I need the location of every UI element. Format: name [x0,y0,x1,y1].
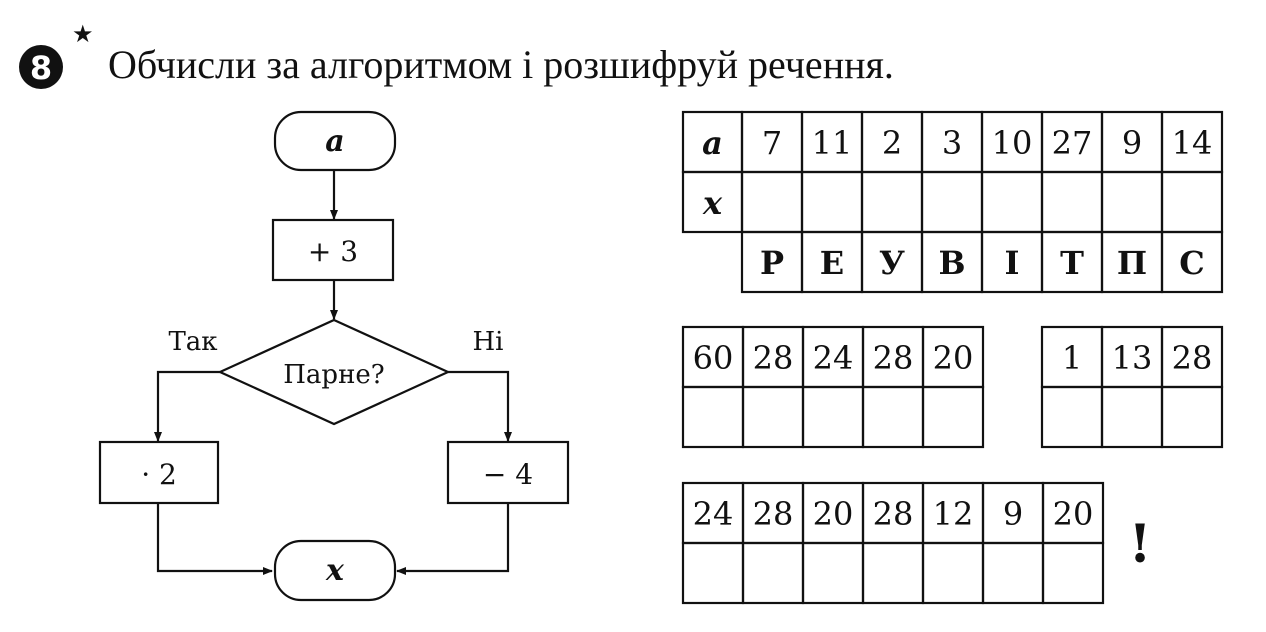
cell-text: С [1179,244,1204,282]
arrow-no [448,370,512,442]
word2-letter-answer-cell[interactable] [1160,385,1224,449]
cell-text: 20 [813,495,854,533]
cell-text: 3 [942,124,962,162]
cell-text: 9 [1122,124,1142,162]
cell-text: П [1117,244,1147,282]
cell-text: Р [760,244,784,282]
cell-text: x [702,184,723,222]
word3-letter-answer-cell[interactable] [1041,541,1105,605]
x-answer-cell[interactable] [980,170,1044,234]
task-title: Обчисли за алгоритмом і розшифруй реченн… [108,42,894,87]
x-answer-cell[interactable] [860,170,924,234]
no-label: Ні [473,327,504,357]
cell-text: 28 [753,495,794,533]
word1-letter-answer-cell[interactable] [861,385,925,449]
word2-letter-answer-cell[interactable] [1100,385,1164,449]
cell-text: 1 [1062,339,1082,377]
word3-letter-answer-cell[interactable] [741,541,805,605]
star-icon: ★ [72,20,94,48]
cell-text: Т [1060,244,1084,282]
task-number: 8 [30,49,52,87]
cell-text: 12 [933,495,974,533]
x-answer-cell[interactable] [1100,170,1164,234]
cell-text: 13 [1112,339,1153,377]
cell-text: 24 [693,495,734,533]
cell-text: У [879,244,905,282]
cell-text: В [938,244,965,282]
arrow-yes [154,370,220,442]
word3-letter-answer-cell[interactable] [981,541,1045,605]
word1-letter-answer-cell[interactable] [921,385,985,449]
cell-text: 7 [762,124,782,162]
flowchart: a + 3 Парне? Так Ні · 2 − 4 x [98,110,570,602]
cell-text: 27 [1052,124,1093,162]
arrow [396,503,510,575]
cell-text: 9 [1003,495,1023,533]
x-answer-cell[interactable] [800,170,864,234]
cell-text: 14 [1172,124,1213,162]
multiply-step-label: · 2 [141,458,177,491]
word3-letter-answer-cell[interactable] [861,541,925,605]
word2-letter-answer-cell[interactable] [1040,385,1104,449]
word1-letter-answer-cell[interactable] [681,385,745,449]
condition-diamond [217,318,451,426]
cell-text: 20 [933,339,974,377]
x-answer-cell[interactable] [920,170,984,234]
task-number-badge: 8 [19,45,63,89]
word3-letter-answer-cell[interactable] [681,541,745,605]
cell-text: І [1005,244,1020,282]
end-label: x [325,553,345,588]
cell-text: 60 [693,339,734,377]
cell-text: a [702,124,723,162]
word1-letter-answer-cell[interactable] [741,385,805,449]
x-answer-cell[interactable] [1040,170,1104,234]
cell-text: 24 [813,339,854,377]
word3-letter-answer-cell[interactable] [801,541,865,605]
exclamation-mark: ! [1129,514,1152,575]
letter-cell [1160,230,1224,294]
word1-letter-answer-cell[interactable] [801,385,865,449]
subtract-step-label: − 4 [483,458,533,491]
cell-text: 2 [882,124,902,162]
yes-label: Так [168,327,217,357]
arrow [156,503,273,575]
word3-letter-answer-cell[interactable] [921,541,985,605]
end-terminal [273,539,397,602]
cell-text: 10 [992,124,1033,162]
cell-text: Е [820,244,844,282]
x-answer-cell[interactable] [740,170,804,234]
cell-text: 28 [753,339,794,377]
add-step-label: + 3 [308,235,358,268]
x-answer-cell[interactable] [1160,170,1224,234]
cell-text: 11 [812,124,853,162]
cell-text: 20 [1053,495,1094,533]
cell-text: 28 [873,339,914,377]
cell-text: 28 [873,495,914,533]
start-label: a [325,124,344,159]
cell-text: 28 [1172,339,1213,377]
condition-label: Парне? [283,360,384,390]
